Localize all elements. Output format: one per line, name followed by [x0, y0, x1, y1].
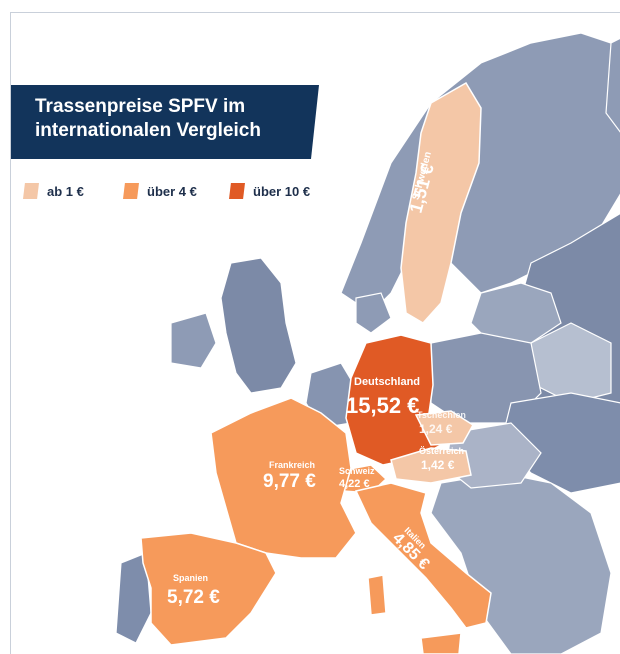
label-germany-price: 15,52 €: [346, 393, 419, 418]
country-sardinia: [367, 574, 387, 616]
highlighted-countries: [140, 81, 492, 654]
map-title: Trassenpreise SPFV im internationalen Ve…: [35, 95, 305, 143]
label-czechia-name: Tschechien: [417, 410, 466, 420]
country-france: [210, 397, 357, 559]
europe-map: Schweden 1,51 € Deutschland 15,52 € Tsch…: [115, 32, 620, 654]
label-france-price: 9,77 €: [263, 471, 316, 492]
label-czechia-price: 1,24 €: [419, 422, 453, 436]
legend-swatch-light: [23, 183, 39, 199]
legend-label-ueber-4: über 4 €: [147, 183, 197, 199]
label-switzerland-name: Schweiz: [339, 466, 375, 476]
country-austria: [390, 447, 472, 484]
legend-swatch-medium: [123, 183, 139, 199]
label-austria-price: 1,42 €: [421, 458, 455, 472]
country-denmark: [355, 292, 392, 334]
title-banner: [11, 85, 319, 159]
country-balkans: [430, 472, 612, 654]
label-germany-name: Deutschland: [354, 376, 420, 388]
title-line-1: Trassenpreise SPFV im: [35, 96, 246, 117]
country-sicily: [420, 632, 462, 654]
country-baltics: [470, 282, 562, 344]
label-switzerland-price: 4,22 €: [339, 478, 370, 490]
country-italy: [354, 482, 492, 629]
label-france-name: Frankreich: [269, 460, 315, 470]
country-spain: [140, 532, 277, 646]
country-uk: [220, 257, 297, 394]
country-iceland: [605, 37, 620, 133]
legend-item-ueber-10: über 10 €: [229, 183, 310, 199]
legend-label-ab-1: ab 1 €: [47, 183, 84, 199]
label-spain-name: Spanien: [173, 573, 208, 583]
label-austria-name: Österreich: [419, 446, 464, 456]
legend-swatch-dark: [229, 183, 245, 199]
legend-item-ab-1: ab 1 €: [23, 183, 84, 199]
country-ireland: [170, 312, 217, 369]
title-line-2: internationalen Vergleich: [35, 120, 261, 141]
label-spain-price: 5,72 €: [167, 587, 220, 608]
legend-label-ueber-10: über 10 €: [253, 183, 311, 199]
legend-item-ueber-4: über 4 €: [123, 183, 197, 199]
country-czechia: [414, 410, 474, 446]
country-sweden: [400, 81, 482, 324]
map-frame: Schweden 1,51 € Deutschland 15,52 € Tsch…: [10, 12, 620, 654]
